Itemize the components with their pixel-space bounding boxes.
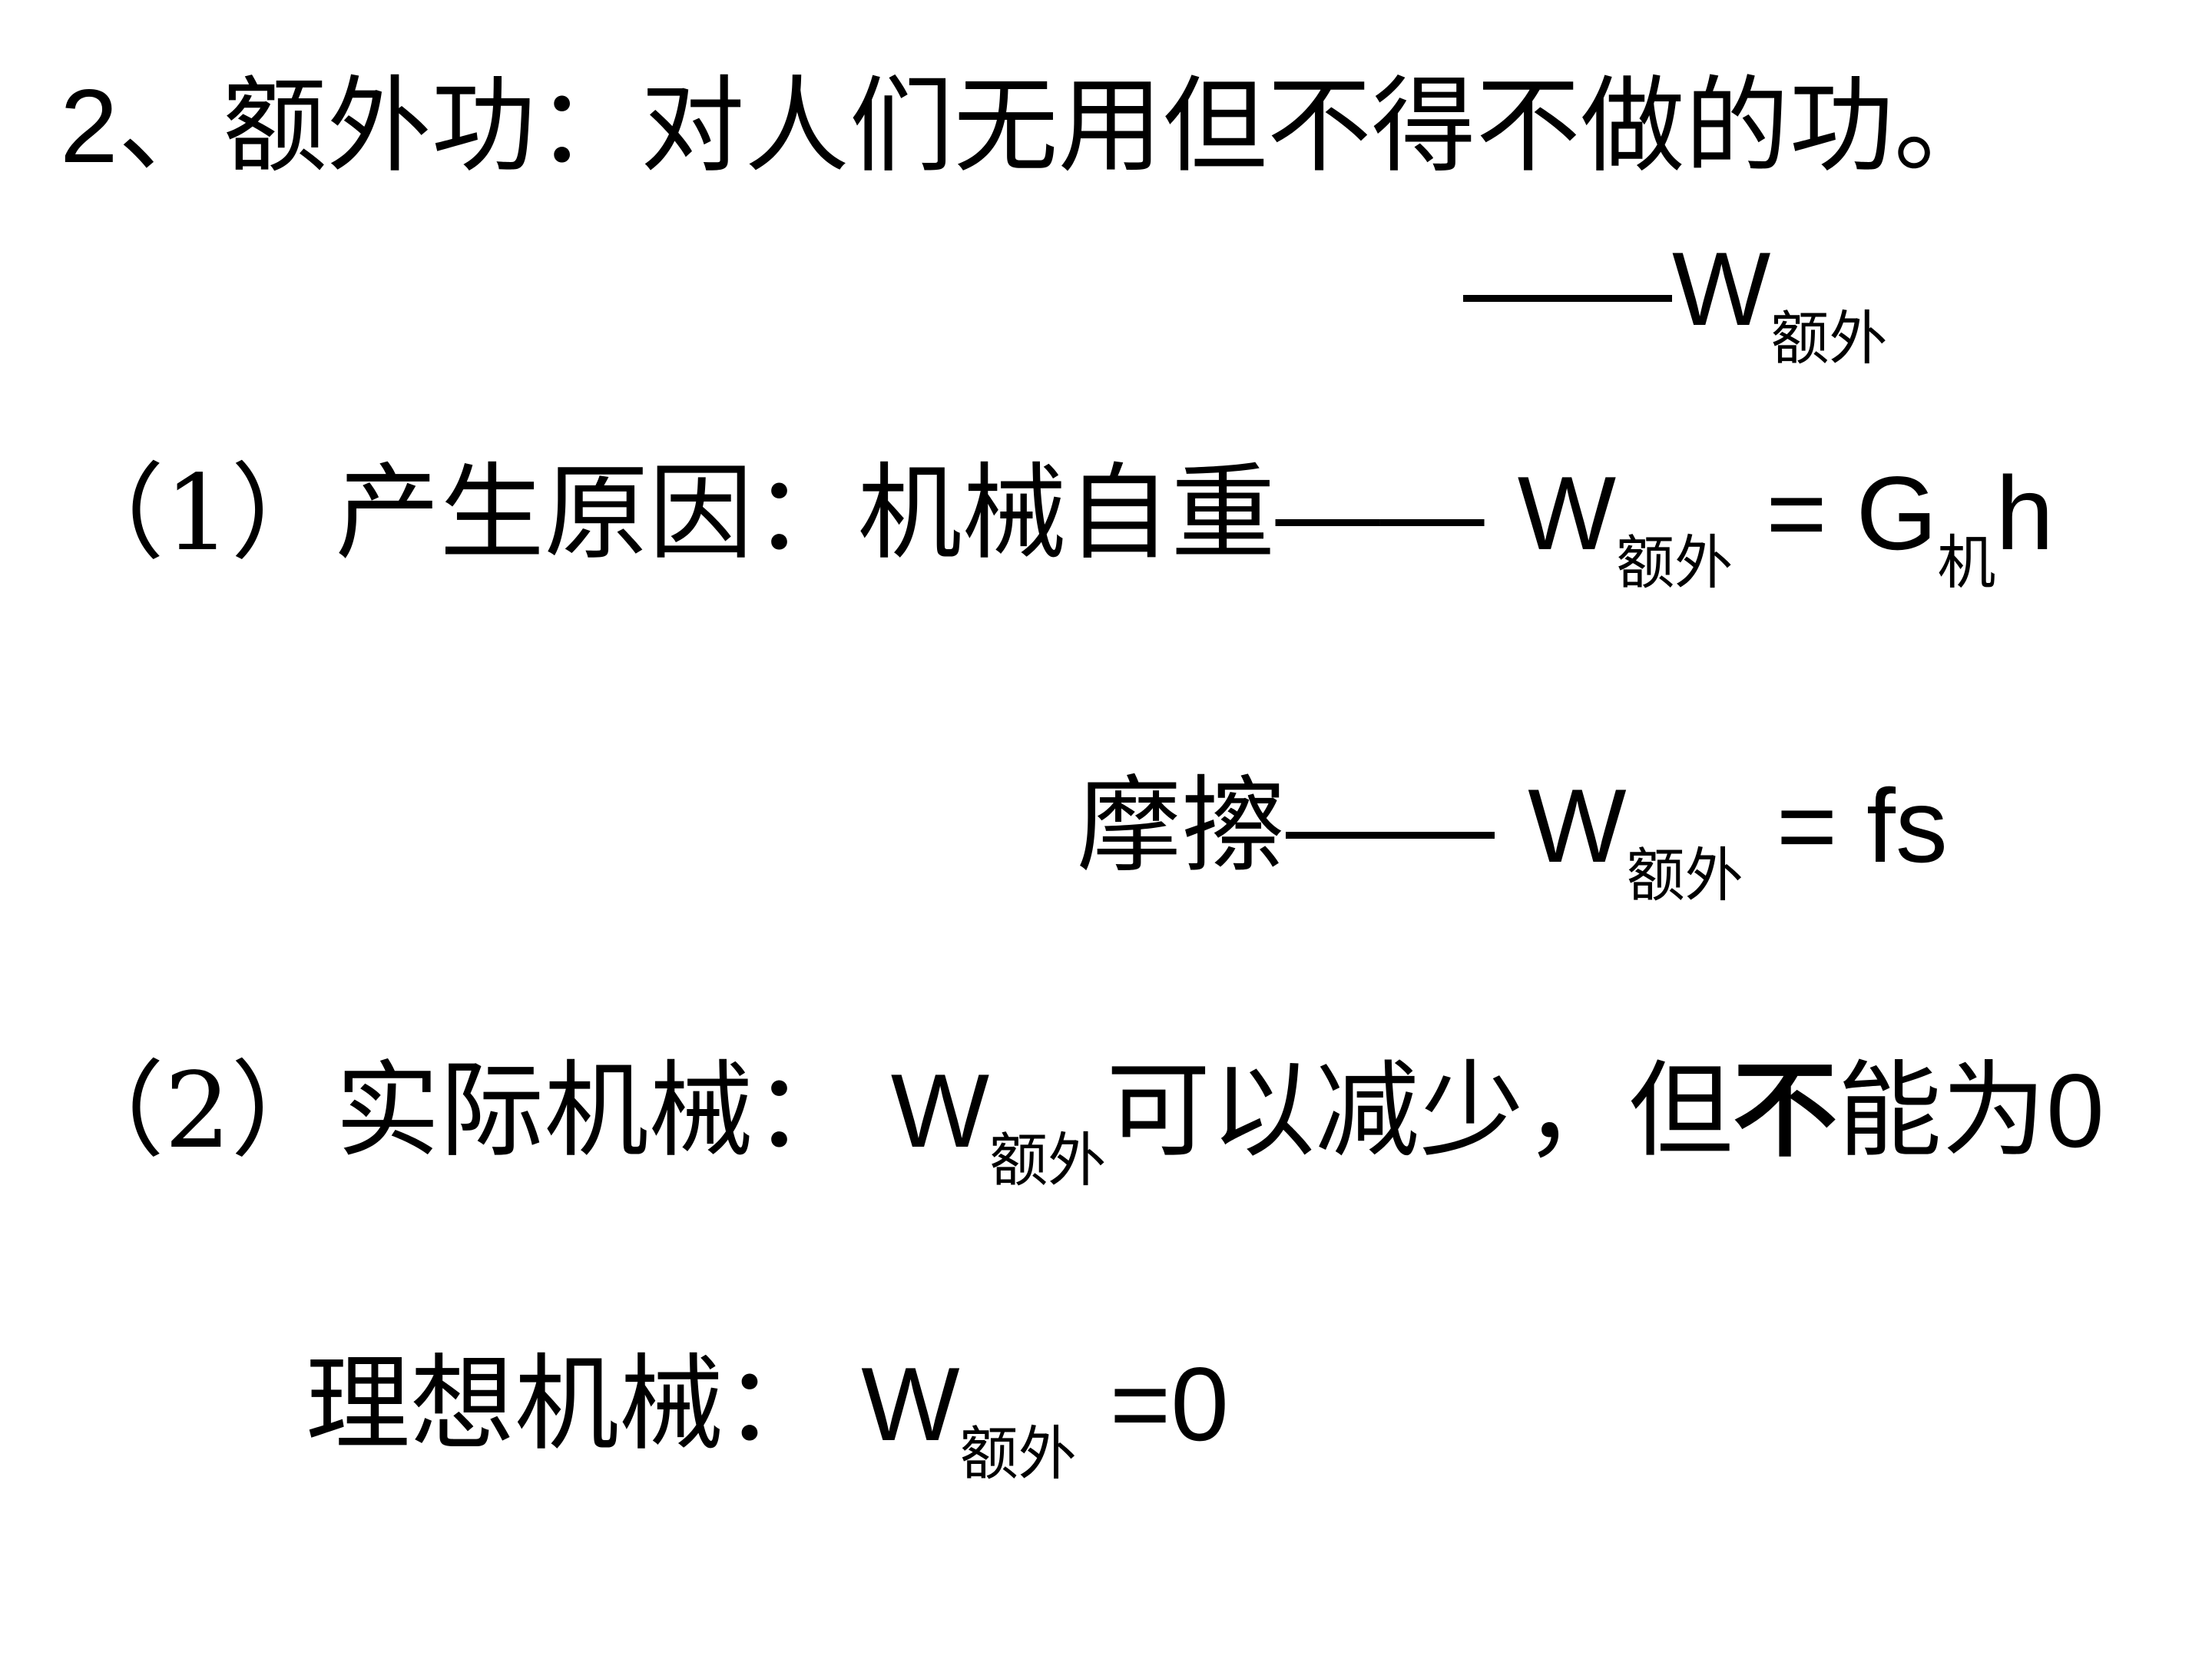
symbol-dash: —— xyxy=(1463,230,1672,347)
ideal-machine-line: 理想机械： W额外 =0 xyxy=(306,1352,1229,1483)
real-subscript: 额外 xyxy=(989,1126,1107,1194)
friction-w: W xyxy=(1528,767,1627,884)
cause-subscript: 额外 xyxy=(1616,528,1734,597)
cause-label: （1）产生原因：机械自重 xyxy=(60,453,1276,575)
cause-dash: —— xyxy=(1275,455,1485,571)
cause-tail: h xyxy=(1995,455,2055,571)
symbol-w: W xyxy=(1672,230,1771,347)
friction-equals: = fs xyxy=(1776,767,1948,884)
ideal-subscript: 额外 xyxy=(959,1419,1077,1488)
title-number: 2 xyxy=(60,68,118,184)
friction-dash: —— xyxy=(1286,767,1495,884)
ideal-equals: =0 xyxy=(1109,1346,1229,1462)
symbol-subscript: 额外 xyxy=(1770,304,1888,373)
title-line: 2、额外功：对人们无用但不得不做的功。 xyxy=(60,74,1998,179)
ideal-w: W xyxy=(861,1346,960,1462)
friction-subscript: 额外 xyxy=(1626,841,1743,909)
real-text-after: 能为 xyxy=(1837,1051,2047,1172)
friction-label: 摩擦 xyxy=(1077,766,1286,887)
title-separator: 、 xyxy=(118,66,223,187)
real-text-bold: 不 xyxy=(1733,1049,1838,1172)
real-w: W xyxy=(890,1052,990,1169)
ideal-label: 理想机械： xyxy=(306,1344,828,1465)
cause-line: （1）产生原因：机械自重—— W额外 = G机h xyxy=(60,461,2054,592)
real-label: （2）实际机械： xyxy=(60,1051,858,1172)
title-text: 额外功：对人们无用但不得不做的功。 xyxy=(222,66,1998,187)
real-text-before: 可以减少，但 xyxy=(1106,1051,1734,1172)
real-value: 0 xyxy=(2046,1052,2104,1169)
cause-equals: = G xyxy=(1766,455,1938,571)
symbol-line: ——W额外 xyxy=(1463,237,1887,368)
friction-line: 摩擦—— W额外 = fs xyxy=(1077,773,1948,905)
cause-w: W xyxy=(1517,455,1617,571)
real-machine-line: （2）实际机械： W额外可以减少，但不能为0 xyxy=(60,1058,2104,1190)
cause-g-subscript: 机 xyxy=(1937,528,1996,597)
